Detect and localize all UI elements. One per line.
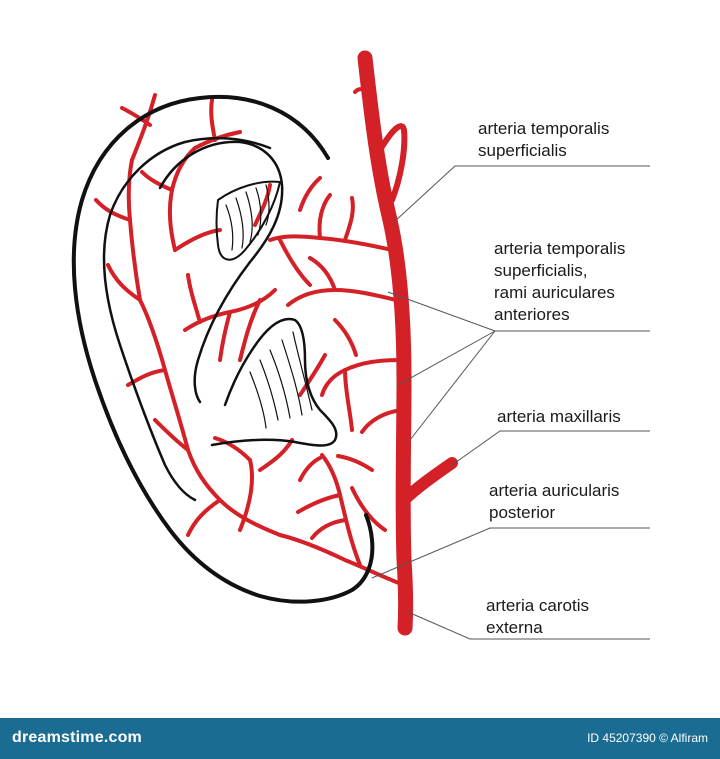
label-auricularis-posterior: arteria auricularis posterior [489,481,620,522]
ear-artery-diagram: arteria temporalis superficialis arteria… [71,50,650,640]
image-credit: ID 45207390 © Alfiram [587,731,708,745]
leader-lines [371,165,650,640]
footer-bar: dreamstime.com ID 45207390 © Alfiram [0,718,720,759]
ear-outline [71,94,375,604]
ear-illustration [71,50,650,640]
brand-link[interactable]: dreamstime.com [12,729,142,746]
label-temporalis-superficialis: arteria temporalis superficialis [478,119,610,160]
label-rami-auriculares-anteriores: arteria temporalis superficialis, rami a… [494,239,626,324]
main-artery [353,50,458,636]
label-carotis-externa: arteria carotis externa [486,596,589,637]
label-maxillaris: arteria maxillaris [497,407,621,426]
arterial-branches [94,93,406,587]
